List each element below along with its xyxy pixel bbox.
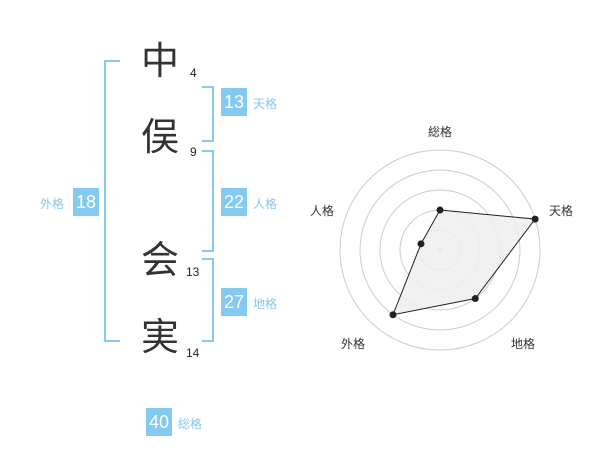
soukaku-value: 40 bbox=[146, 408, 172, 436]
radar-point-4 bbox=[417, 240, 425, 248]
chikaku-label: 地格 bbox=[253, 297, 278, 311]
radar-area bbox=[392, 209, 537, 316]
radar-point-2 bbox=[471, 295, 479, 303]
gaikaku-value: 18 bbox=[73, 188, 99, 216]
radar-axis-label-gaikaku: 外格 bbox=[341, 337, 366, 351]
radar-ring-4 bbox=[359, 169, 521, 331]
stroke-count-2: 9 bbox=[190, 145, 197, 159]
radar-point-3 bbox=[389, 311, 397, 319]
stroke-count-1: 4 bbox=[190, 66, 197, 80]
radar-points bbox=[389, 206, 539, 319]
stroke-count-3: 13 bbox=[186, 265, 200, 279]
tenkaku-value: 13 bbox=[221, 88, 247, 116]
radar-ring-5 bbox=[339, 149, 541, 351]
name-char-3: 会 bbox=[141, 238, 180, 282]
gaikaku-label: 外格 bbox=[40, 197, 65, 211]
jinkaku-bracket bbox=[202, 150, 214, 252]
name-char-4: 実 bbox=[141, 315, 180, 359]
tenkaku-label: 天格 bbox=[253, 97, 278, 111]
chikaku-value: 27 bbox=[221, 288, 247, 316]
radar-axis-label-soukaku: 総格 bbox=[428, 125, 453, 139]
tenkaku-bracket bbox=[202, 86, 214, 142]
jinkaku-label: 人格 bbox=[253, 197, 278, 211]
name-char-2: 俣 bbox=[141, 115, 180, 159]
jinkaku-value: 22 bbox=[221, 188, 247, 216]
radar-point-0 bbox=[436, 206, 444, 214]
radar-axis-label-tenkaku: 天格 bbox=[549, 204, 574, 218]
soukaku-label: 総格 bbox=[178, 417, 203, 431]
radar-axis-label-jinkaku: 人格 bbox=[310, 204, 335, 218]
radar-point-1 bbox=[531, 215, 539, 223]
chikaku-bracket bbox=[202, 258, 214, 342]
gaikaku-bracket bbox=[104, 60, 120, 342]
name-char-1: 中 bbox=[141, 39, 180, 83]
stroke-count-4: 14 bbox=[186, 346, 200, 360]
radar-axis-label-chikaku: 地格 bbox=[511, 337, 536, 351]
